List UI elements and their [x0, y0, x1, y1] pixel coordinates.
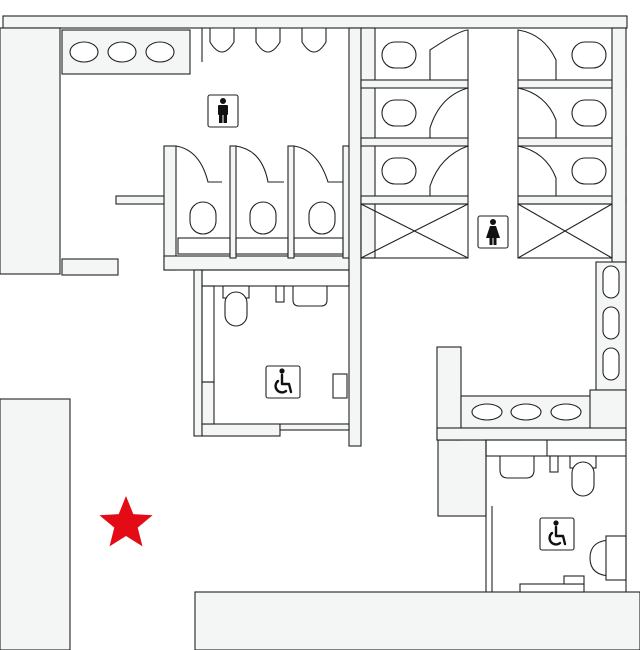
- urinals: [201, 27, 327, 62]
- central-wall: [348, 27, 362, 447]
- accessible-toilet-icon: [265, 365, 301, 399]
- building-walls: [0, 15, 640, 650]
- accessible-restroom-upper: [193, 269, 350, 437]
- mens-restroom: [61, 27, 350, 271]
- womens-restroom: [360, 27, 627, 391]
- accessible-restroom-lower: [436, 346, 627, 593]
- male-toilet-icon: [207, 94, 239, 128]
- accessible-toilet-icon: [539, 517, 575, 551]
- female-toilet-icon: [477, 215, 509, 249]
- location-star-icon: [99, 496, 153, 547]
